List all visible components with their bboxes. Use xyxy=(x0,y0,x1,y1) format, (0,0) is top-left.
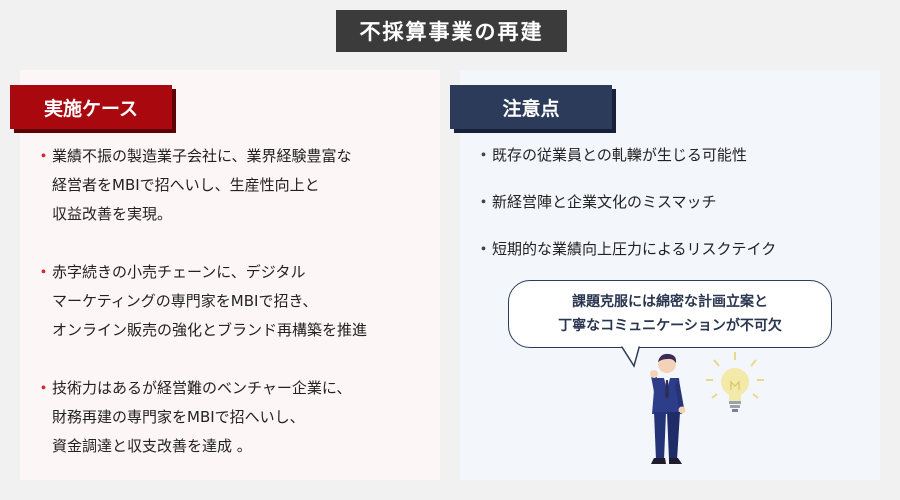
note-item: ・ 既存の従業員との軋轢が生じる可能性 xyxy=(476,142,866,168)
case-line: マーケティングの専門家をMBIで招き、 xyxy=(52,292,318,310)
note-item: ・ 新経営陣と企業文化のミスマッチ xyxy=(476,189,866,215)
note-text: 短期的な業績向上圧力によるリスクテイク xyxy=(492,240,777,258)
bullet-icon: ・ xyxy=(476,240,492,258)
bullet-icon: ・ xyxy=(36,379,52,397)
case-item: ・ 赤字続きの小売チェーンに、デジタル マーケティングの専門家をMBIで招き、 … xyxy=(36,258,431,345)
bullet-icon: ・ xyxy=(36,147,52,165)
note-text: 既存の従業員との軋轢が生じる可能性 xyxy=(492,146,747,164)
case-line: 財務再建の専門家をMBIで招へいし、 xyxy=(52,408,305,426)
bullet-icon: ・ xyxy=(476,146,492,164)
notes-label: 注意点 xyxy=(450,85,612,129)
note-item: ・ 短期的な業績向上圧力によるリスクテイク xyxy=(476,236,866,262)
bubble-line: 丁寧なコミュニケーションが不可欠 xyxy=(558,318,782,334)
case-line: 赤字続きの小売チェーンに、デジタル xyxy=(52,263,306,281)
note-text: 新経営陣と企業文化のミスマッチ xyxy=(492,193,717,211)
case-line: 業績不振の製造業子会社に、業界経験豊富な xyxy=(52,147,352,165)
case-item: ・ 業績不振の製造業子会社に、業界経験豊富な 経営者をMBIで招へいし、生産性向… xyxy=(36,142,431,229)
case-line: オンライン販売の強化とブランド再構築を推進 xyxy=(52,321,368,339)
cases-panel xyxy=(20,70,440,480)
case-line: 経営者をMBIで招へいし、生産性向上と xyxy=(52,176,320,194)
bullet-icon: ・ xyxy=(476,193,492,211)
case-list: ・ 業績不振の製造業子会社に、業界経験豊富な 経営者をMBIで招へいし、生産性向… xyxy=(36,142,431,490)
lightbulb-icon xyxy=(706,352,764,412)
bubble-tail-icon xyxy=(618,344,648,368)
case-item: ・ 技術力はあるが経営難のベンチャー企業に、 財務再建の専門家をMBIで招へいし… xyxy=(36,374,431,461)
page-title: 不採算事業の再建 xyxy=(336,10,567,52)
cases-label: 実施ケース xyxy=(10,85,172,129)
note-list: ・ 既存の従業員との軋轢が生じる可能性 ・ 新経営陣と企業文化のミスマッチ ・ … xyxy=(476,142,866,283)
bubble-line: 課題克服には綿密な計画立案と xyxy=(572,294,768,310)
bullet-icon: ・ xyxy=(36,263,52,281)
case-line: 技術力はあるが経営難のベンチャー企業に、 xyxy=(52,379,352,397)
case-line: 収益改善を実現。 xyxy=(52,205,173,223)
case-line: 資金調達と収支改善を達成 。 xyxy=(52,437,252,455)
businessman-thinking-icon xyxy=(650,353,686,464)
speech-bubble: 課題克服には綿密な計画立案と 丁寧なコミュニケーションが不可欠 xyxy=(508,280,832,348)
